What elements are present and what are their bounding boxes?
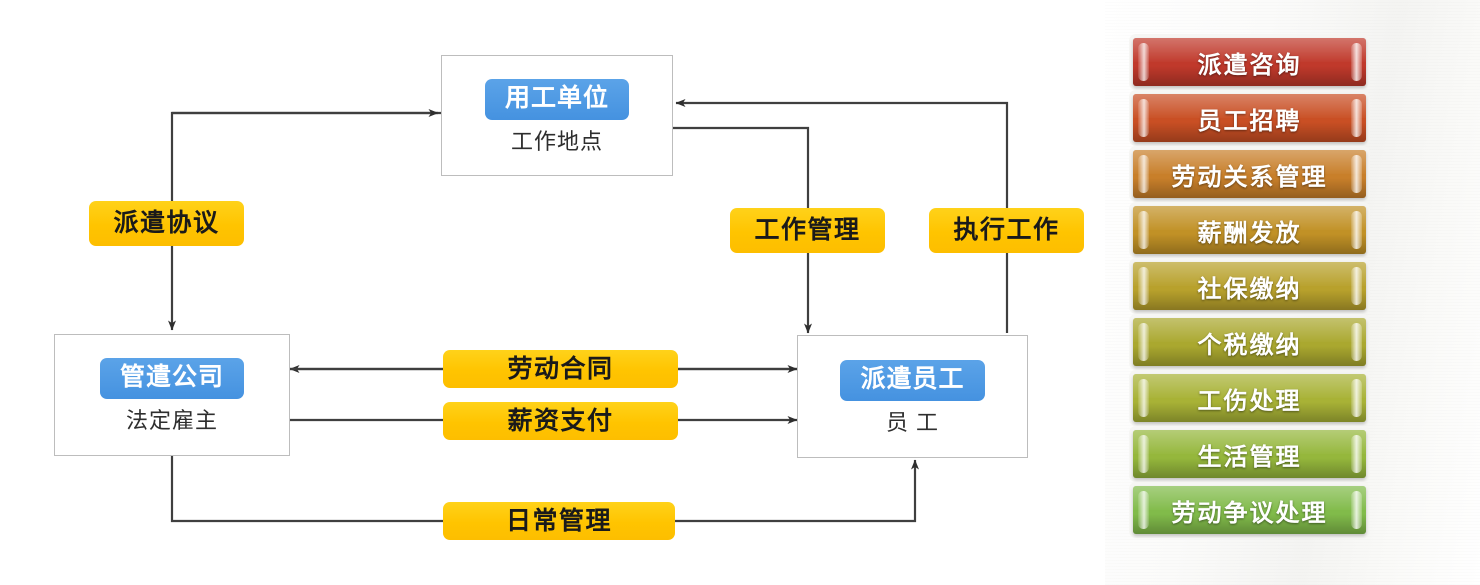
edge-label-perform-work: 执行工作 <box>929 208 1084 253</box>
node-employer: 用工单位 工作地点 <box>441 55 673 176</box>
edge-label-salary-payment: 薪资支付 <box>443 402 678 440</box>
service-button-salary-payment[interactable]: 薪酬发放 <box>1133 206 1366 254</box>
bevel-left-icon <box>1138 267 1149 305</box>
connector-work-management <box>672 126 812 334</box>
service-label: 劳动关系管理 <box>1171 164 1328 191</box>
node-agency-subtitle: 法定雇主 <box>125 408 218 433</box>
service-label: 派遣咨询 <box>1197 52 1302 79</box>
node-employer-subtitle: 工作地点 <box>510 128 603 154</box>
service-button-dispatch-consulting[interactable]: 派遣咨询 <box>1133 38 1366 86</box>
node-agency: 管遣公司 法定雇主 <box>54 334 290 456</box>
bevel-right-icon <box>1351 155 1362 193</box>
node-dispatched-employee: 派遣员工 员 工 <box>797 335 1028 458</box>
bevel-left-icon <box>1138 99 1149 137</box>
edge-label-work-management: 工作管理 <box>730 208 885 253</box>
service-label: 社保缴纳 <box>1197 276 1302 303</box>
service-button-life-management[interactable]: 生活管理 <box>1133 430 1366 478</box>
bevel-right-icon <box>1351 99 1362 137</box>
connector-perform-work <box>675 99 1009 333</box>
bevel-left-icon <box>1138 155 1149 193</box>
service-button-labor-dispute-handling[interactable]: 劳动争议处理 <box>1133 486 1366 534</box>
service-button-work-injury-handling[interactable]: 工伤处理 <box>1133 374 1366 422</box>
service-button-individual-income-tax[interactable]: 个税缴纳 <box>1133 318 1366 366</box>
edge-label-labor-contract: 劳动合同 <box>443 350 678 388</box>
service-list: 派遣咨询 员工招聘 劳动关系管理 薪酬发放 社保缴纳 个税缴纳 <box>1133 38 1366 542</box>
service-label: 个税缴纳 <box>1197 332 1302 359</box>
bevel-right-icon <box>1351 43 1362 81</box>
bevel-right-icon <box>1351 491 1362 529</box>
bevel-left-icon <box>1138 379 1149 417</box>
edge-label-dispatch-agreement: 派遣协议 <box>89 201 244 246</box>
node-dispatched-employee-subtitle: 员 工 <box>885 409 940 435</box>
node-agency-title: 管遣公司 <box>99 358 244 399</box>
node-dispatched-employee-title: 派遣员工 <box>840 359 985 401</box>
bevel-left-icon <box>1138 211 1149 249</box>
bevel-right-icon <box>1351 435 1362 473</box>
bevel-left-icon <box>1138 491 1149 529</box>
service-label: 工伤处理 <box>1197 388 1302 415</box>
service-label: 生活管理 <box>1197 444 1302 471</box>
bevel-left-icon <box>1138 43 1149 81</box>
service-label: 劳动争议处理 <box>1171 500 1328 527</box>
bevel-right-icon <box>1351 323 1362 361</box>
bevel-right-icon <box>1351 379 1362 417</box>
bevel-left-icon <box>1138 323 1149 361</box>
service-label: 员工招聘 <box>1197 108 1302 135</box>
bevel-left-icon <box>1138 435 1149 473</box>
service-label: 薪酬发放 <box>1197 220 1302 247</box>
edge-label-daily-management: 日常管理 <box>443 502 675 540</box>
bevel-right-icon <box>1351 211 1362 249</box>
service-button-employee-recruitment[interactable]: 员工招聘 <box>1133 94 1366 142</box>
bevel-right-icon <box>1351 267 1362 305</box>
node-employer-title: 用工单位 <box>484 78 629 120</box>
service-button-social-insurance-payment[interactable]: 社保缴纳 <box>1133 262 1366 310</box>
service-button-labor-relations-management[interactable]: 劳动关系管理 <box>1133 150 1366 198</box>
